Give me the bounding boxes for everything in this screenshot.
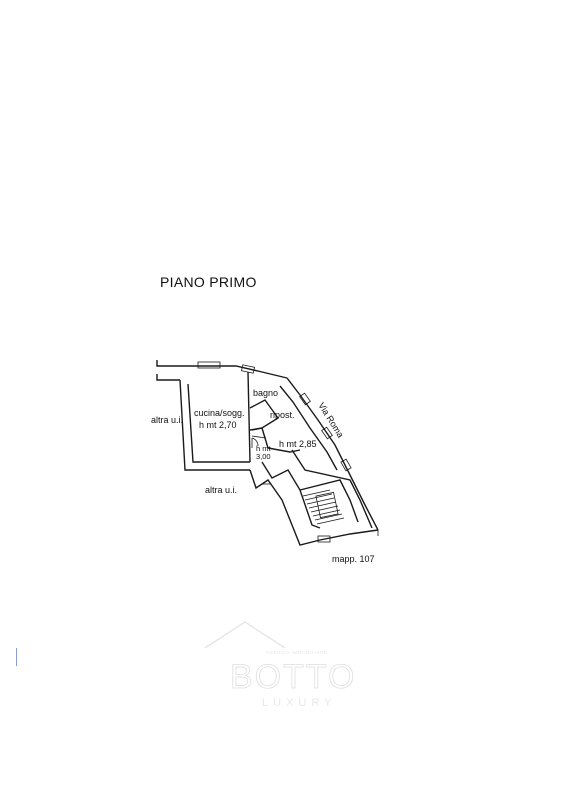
corridor-height-value: 3,00: [256, 452, 271, 461]
floor-plan-walls: [156, 360, 379, 546]
room-height-main: h mt 2,85: [279, 439, 317, 449]
watermark-tagline: AGENZIA IMMOBILIARE: [266, 650, 328, 655]
watermark-brand: BOTTO: [230, 658, 357, 696]
edge-mark: [16, 648, 17, 666]
room-label-ripost: ripost.: [270, 410, 295, 420]
room-height-cucina: h mt 2,70: [199, 420, 237, 430]
label-altra-ui-left: altra u.i.: [151, 415, 183, 425]
watermark-sub: LUXURY: [262, 697, 336, 709]
room-label-bagno: bagno: [253, 388, 278, 398]
cadastral-label: mapp. 107: [332, 554, 375, 564]
room-label-cucina: cucina/sogg.: [194, 408, 245, 418]
watermark-logo: AGENZIA IMMOBILIARE BOTTO LUXURY: [204, 621, 357, 709]
plan-title: PIANO PRIMO: [160, 274, 257, 290]
staircase: [302, 489, 345, 525]
label-altra-ui-bottom: altra u.i.: [205, 485, 237, 495]
corridor-height-label: h mt: [256, 444, 272, 453]
